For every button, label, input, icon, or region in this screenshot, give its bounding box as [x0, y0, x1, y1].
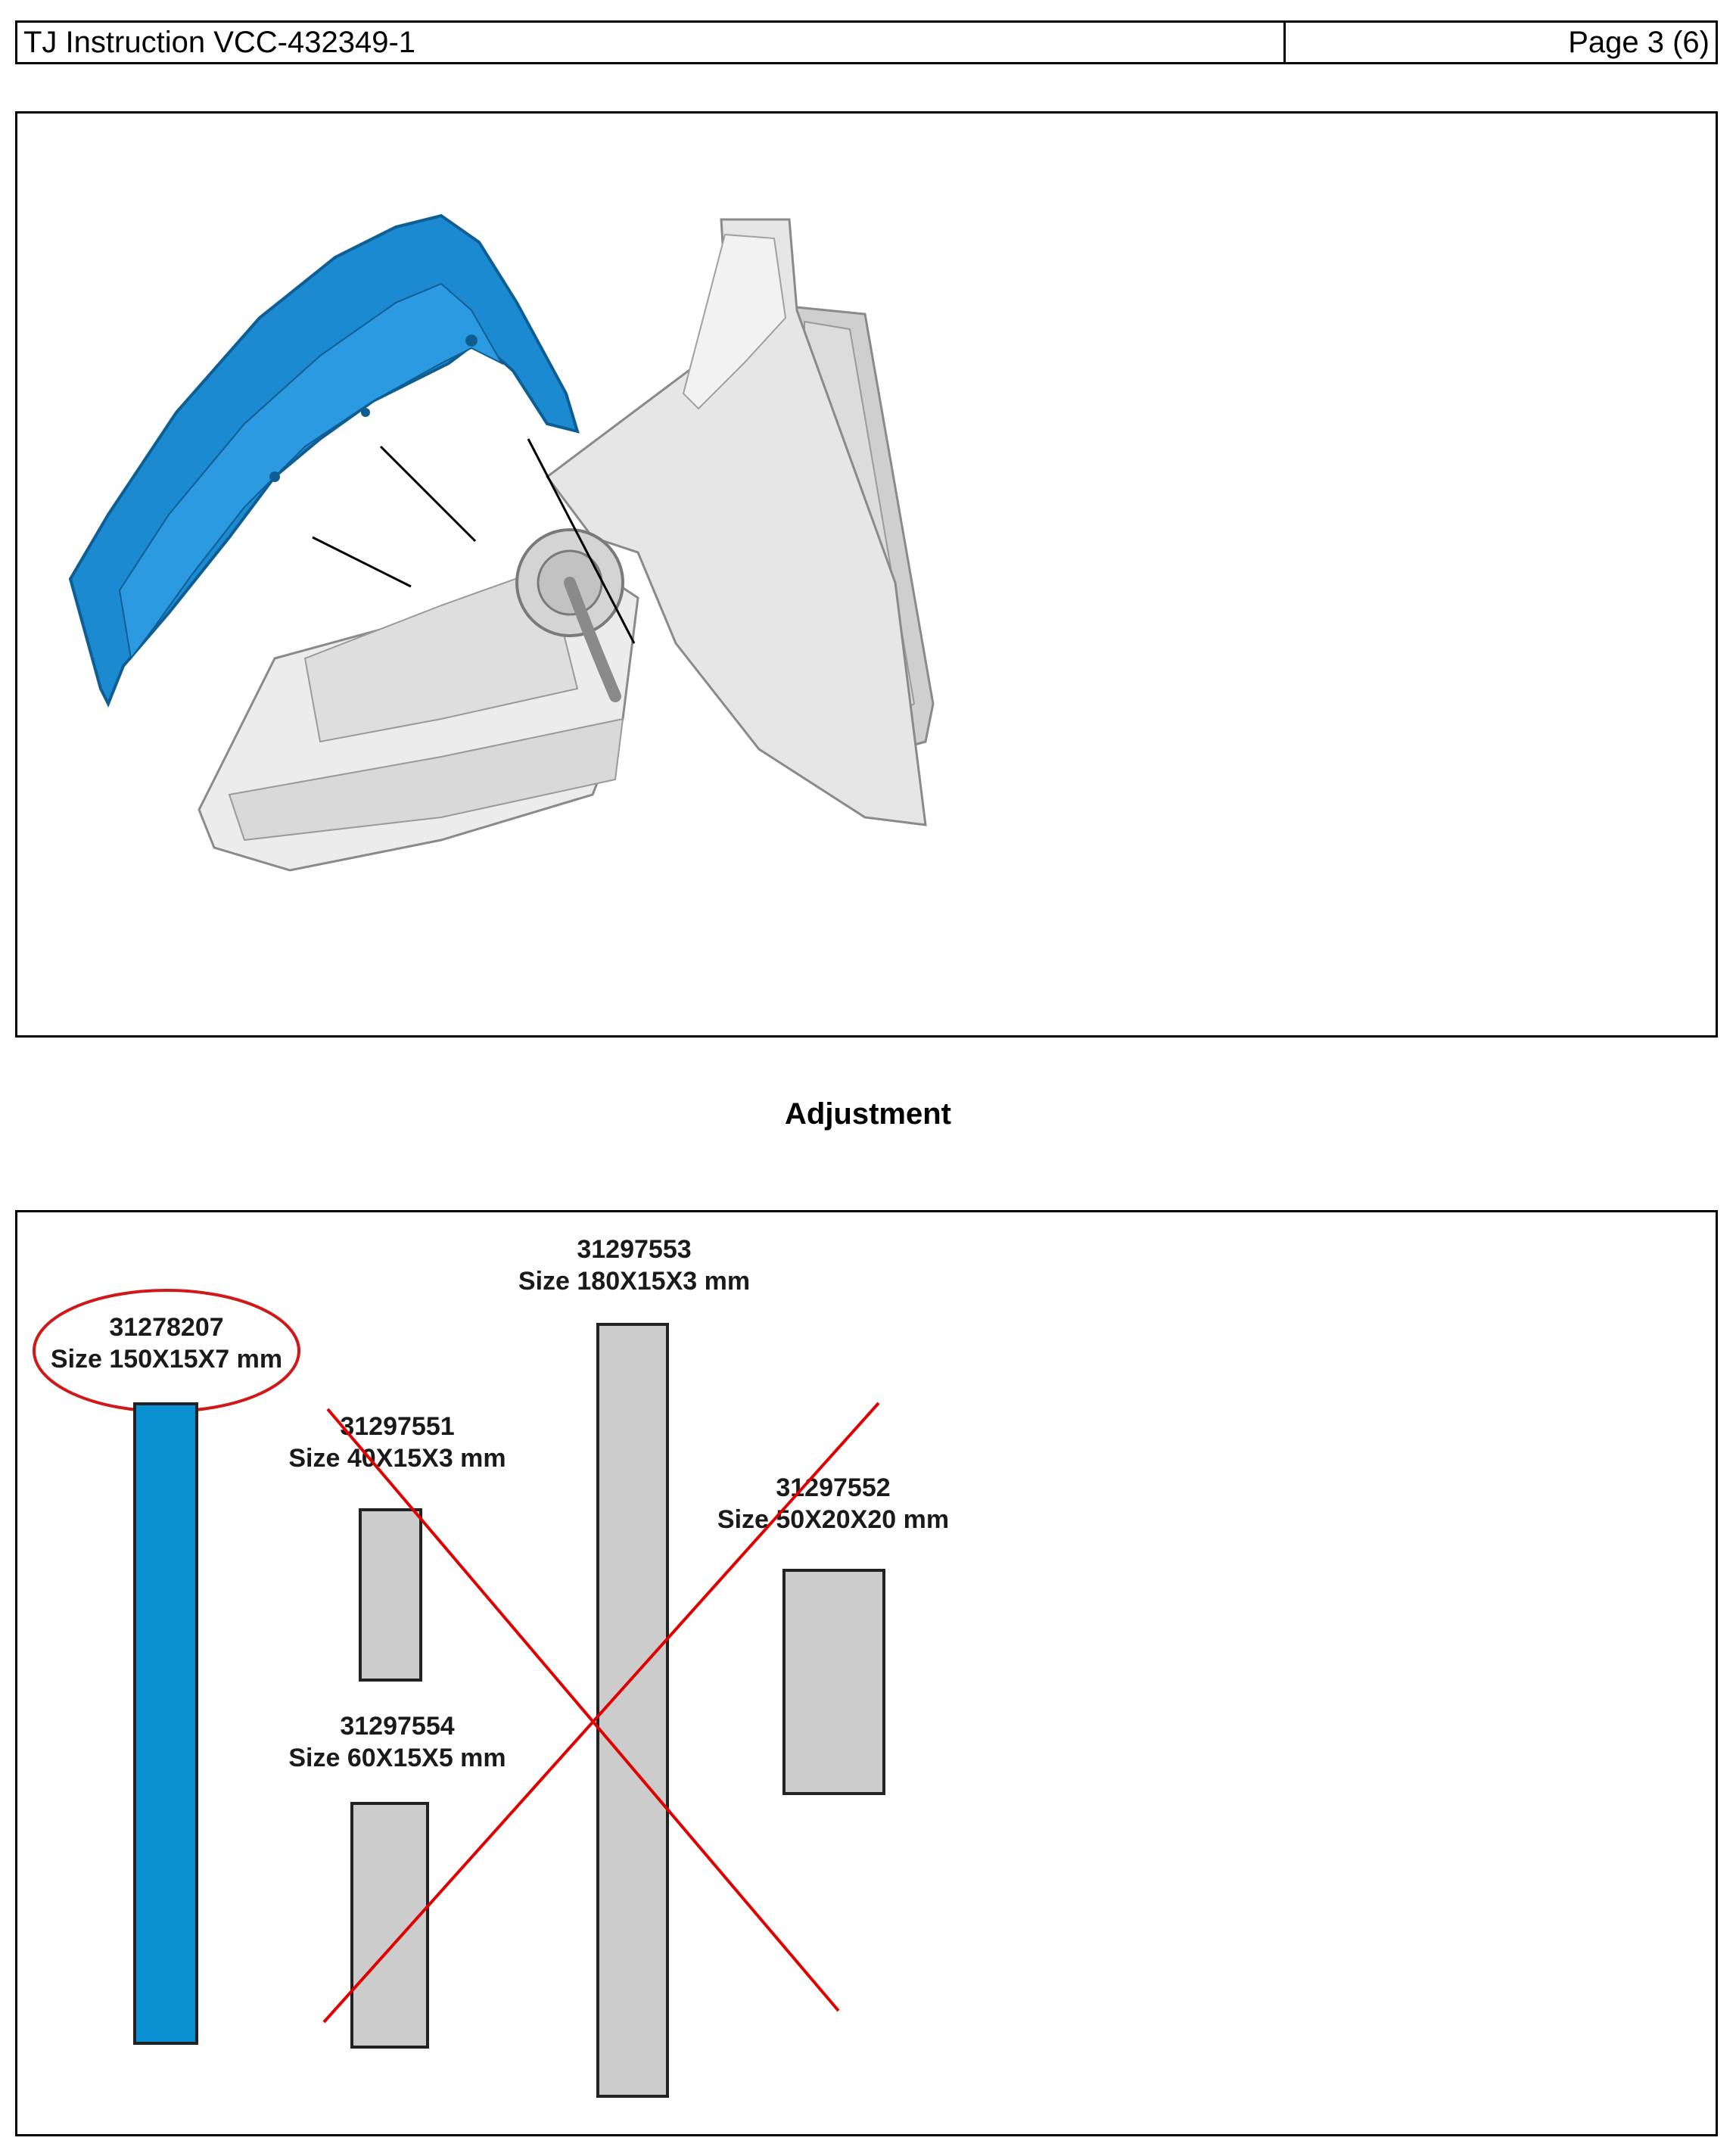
- mirror-illustration: [68, 213, 935, 872]
- document-title: TJ Instruction VCC-432349-1: [17, 23, 1286, 62]
- part-bar-31278207: [133, 1402, 198, 2045]
- mirror-cover: [68, 213, 580, 708]
- part-number-31297554: 31297554: [340, 1712, 454, 1741]
- mirror-base: [198, 528, 639, 872]
- part-bar-31297554: [350, 1802, 429, 2049]
- document-header: TJ Instruction VCC-432349-1 Page 3 (6): [15, 20, 1718, 64]
- mirror-illustration-frame: [15, 111, 1718, 1038]
- part-size-31297554: Size 60X15X5 mm: [288, 1744, 506, 1772]
- part-size-31297552: Size 50X20X20 mm: [717, 1505, 949, 1534]
- mirror-housing: [545, 218, 927, 826]
- parts-diagram: 31278207 Size 150X15X7 mm 31297553 Size …: [33, 1235, 949, 2098]
- part-size-31297553: Size 180X15X3 mm: [518, 1267, 750, 1296]
- part-number-31278207: 31278207: [109, 1313, 223, 1342]
- part-bar-31297551: [359, 1508, 422, 1682]
- part-bar-31297553: [596, 1323, 669, 2098]
- assembly-guide-lines: [312, 438, 636, 644]
- section-title: Adjustment: [785, 1097, 951, 1131]
- part-size-31297551: Size 40X15X3 mm: [288, 1444, 506, 1473]
- part-size-31278207: Size 150X15X7 mm: [51, 1345, 282, 1374]
- part-number-31297553: 31297553: [577, 1235, 691, 1264]
- part-bar-31297552: [782, 1569, 885, 1795]
- cross-out-mark: [322, 1402, 880, 2024]
- page-number: Page 3 (6): [1568, 25, 1710, 59]
- part-number-31297551: 31297551: [340, 1412, 454, 1441]
- parts-frame: 31278207 Size 150X15X7 mm 31297553 Size …: [15, 1210, 1718, 2136]
